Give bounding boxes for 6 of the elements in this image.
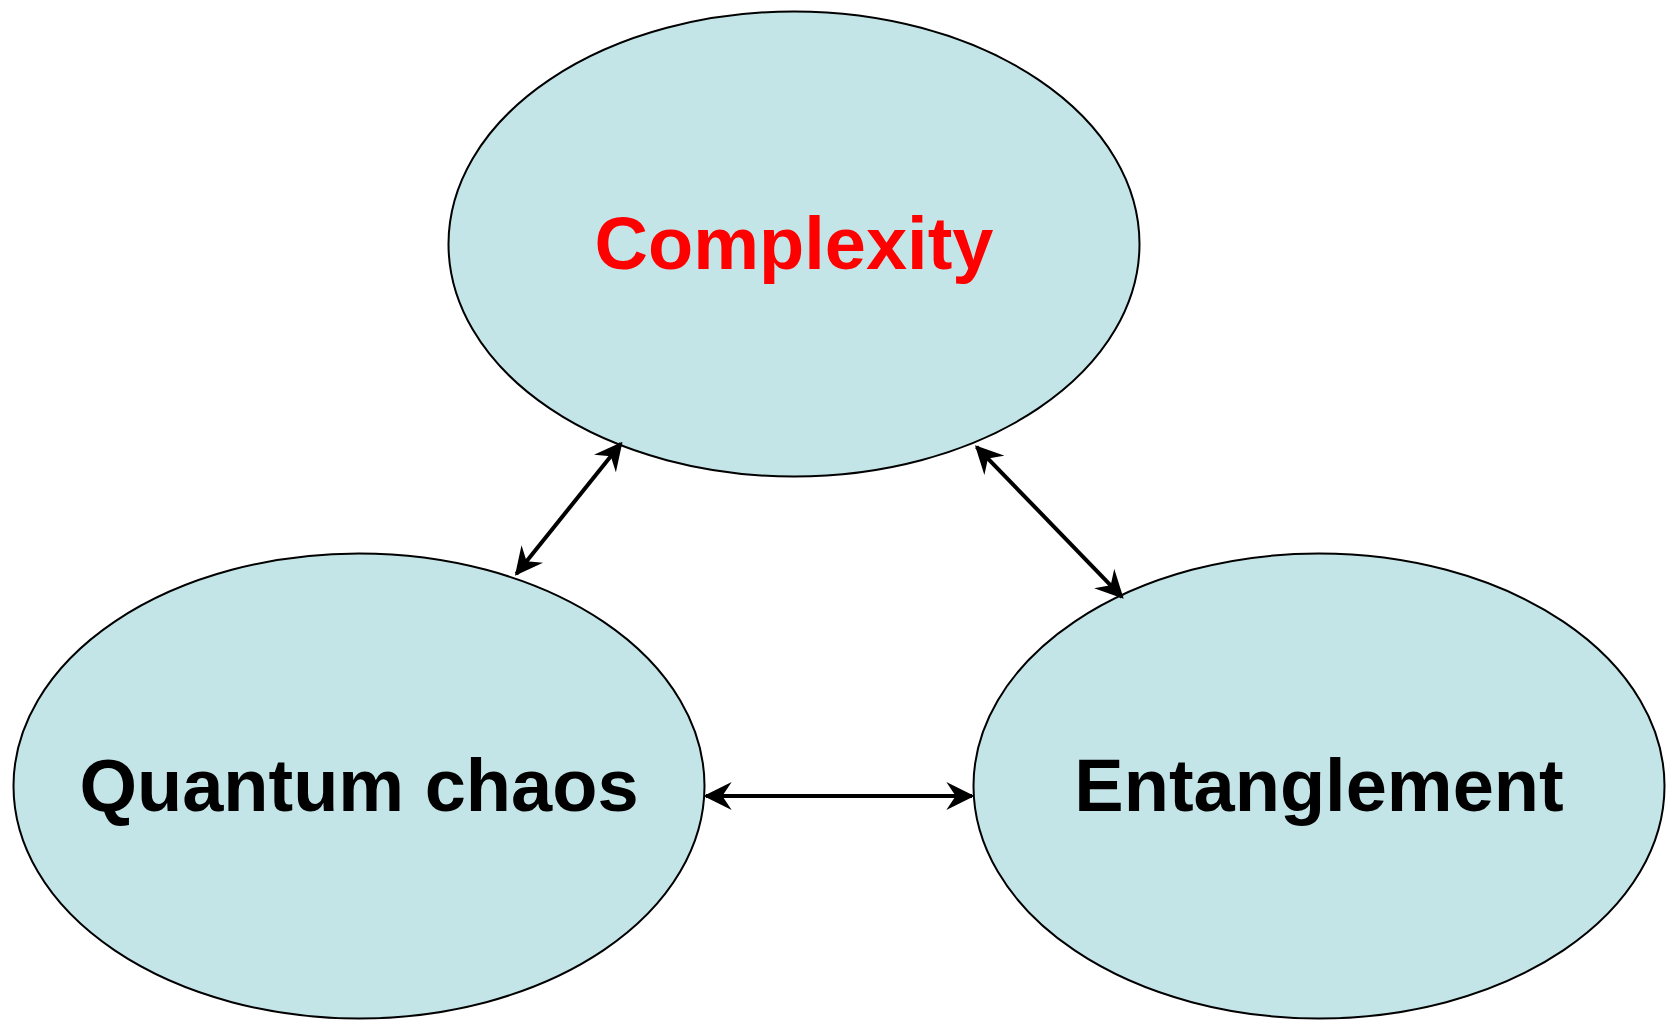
double-arrow bbox=[974, 445, 1124, 599]
double-arrow bbox=[514, 441, 623, 576]
ellipse-node bbox=[972, 552, 1666, 1020]
ellipse-node bbox=[12, 552, 706, 1020]
ellipse-node bbox=[447, 10, 1141, 478]
double-arrow bbox=[703, 782, 975, 810]
